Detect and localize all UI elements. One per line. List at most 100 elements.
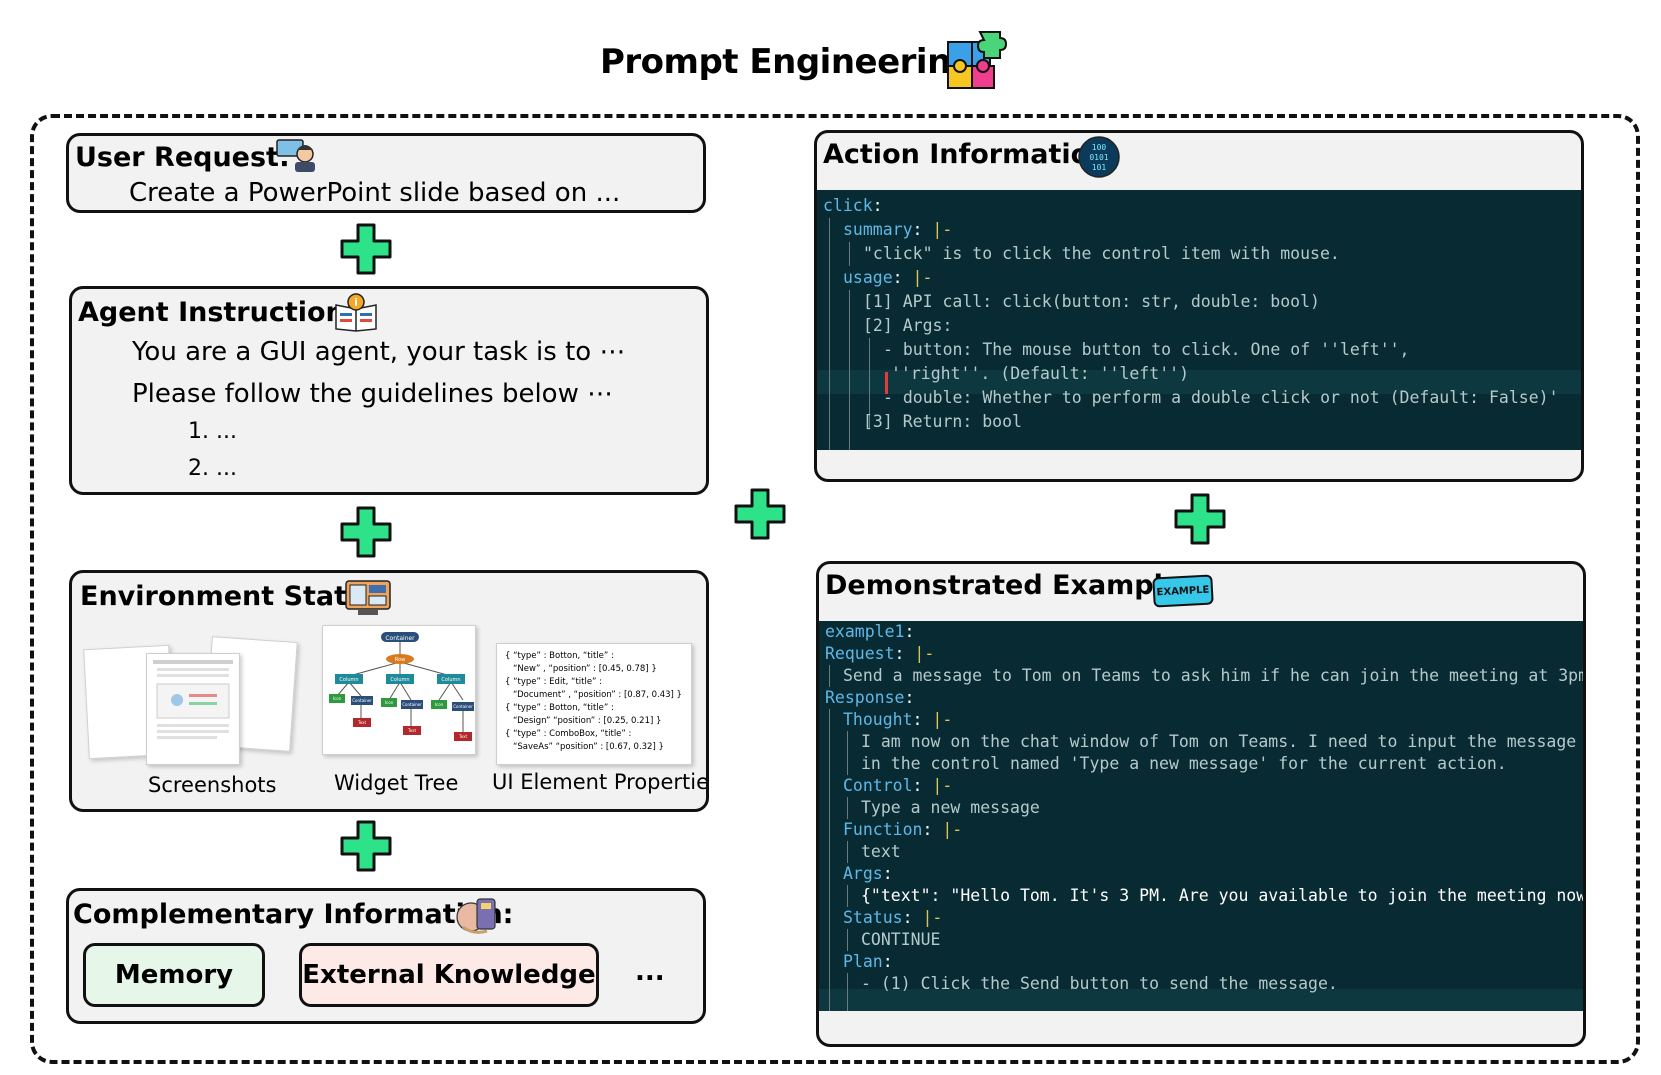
- code-key: Control: [843, 776, 913, 795]
- screenshots-caption: Screenshots: [148, 773, 277, 797]
- plus-icon: [340, 820, 392, 872]
- code-punct: :: [894, 644, 915, 663]
- memory-button: Memory: [83, 943, 265, 1007]
- agent-instruction-box: Agent Instruction: i You are a GUI agent…: [69, 286, 709, 495]
- indent-guide: [847, 929, 848, 951]
- code-punct: :: [902, 908, 923, 927]
- widget-tree-caption: Widget Tree: [334, 771, 459, 795]
- indent-guide: [829, 218, 830, 450]
- examples-code-block: example1: Request: |- Send a message to …: [819, 621, 1583, 1011]
- prompt-container: [30, 114, 1640, 1064]
- code-line: I am now on the chat window of Tom on Te…: [861, 732, 1577, 751]
- code-line: Plan:: [843, 951, 893, 973]
- code-key: Args: [843, 864, 883, 883]
- example-badge-label: EXAMPLE: [1156, 584, 1210, 598]
- code-key: Function: [843, 820, 923, 839]
- code-punct: :: [912, 220, 933, 239]
- code-indicator: |-: [932, 220, 953, 239]
- highlight-line: [819, 989, 1583, 1011]
- code-key: click: [823, 196, 873, 215]
- code-key: summary: [843, 220, 913, 239]
- indent-guide: [869, 338, 870, 428]
- code-line: {"text": "Hello Tom. It's 3 PM. Are you …: [861, 886, 1586, 905]
- code-punct: :: [892, 268, 913, 287]
- widget-tree-text: Text: [458, 734, 468, 739]
- code-punct: :: [904, 622, 915, 641]
- widget-tree-leaf: Icon: [385, 700, 394, 705]
- code-punct: :: [882, 864, 893, 883]
- agent-instruction-line1: You are a GUI agent, your task is to ⋯: [132, 337, 626, 367]
- demonstrated-examples-box: Demonstrated Examples: EXAMPLE example1:…: [816, 561, 1586, 1047]
- plus-icon: [1174, 493, 1226, 545]
- widget-tree-leaf: Container: [352, 698, 372, 703]
- indent-guide: [849, 242, 850, 266]
- code-key: Status: [843, 908, 903, 927]
- code-line: [3] Return: bool: [863, 412, 1022, 431]
- property-line: “Design” “position” : [0.25, 0.21] }: [513, 716, 662, 726]
- example-badge: EXAMPLE: [1152, 574, 1214, 608]
- code-line: Response:: [825, 687, 914, 709]
- complementary-box: Complementary Information: Memory Extern…: [66, 888, 706, 1024]
- property-line: { “type” : ComboBox, “title” :: [505, 729, 632, 739]
- indent-guide: [847, 885, 848, 907]
- code-line: Args:: [843, 863, 893, 885]
- code-punct: :: [882, 952, 893, 971]
- code-line: CONTINUE: [861, 930, 941, 949]
- code-line: text: [861, 842, 901, 861]
- code-key: usage: [843, 268, 893, 287]
- monitor-icon: [345, 580, 391, 615]
- code-line: Function: |-: [843, 819, 962, 841]
- user-request-box: User Request: Create a PowerPoint slide …: [66, 133, 706, 213]
- code-punct: :: [872, 196, 883, 215]
- code-indicator: |-: [932, 776, 953, 795]
- environment-state-box: Environment State:: [69, 570, 709, 812]
- widget-tree-image: Container Row Column Column Column Icon …: [322, 625, 476, 755]
- agent-instruction-item2: 2. ...: [188, 456, 237, 481]
- screenshot-page: [146, 653, 240, 765]
- code-line: [1] API call: click(button: str, double:…: [863, 292, 1320, 311]
- code-indicator: |-: [932, 710, 953, 729]
- property-line: { “type” : Edit, “title” :: [505, 677, 603, 687]
- code-line: Request: |-: [825, 643, 934, 665]
- puzzle-icon: [947, 31, 1008, 89]
- binary-icon: 100 0101 101: [1078, 136, 1120, 178]
- property-line: “Document” , “position” : [0.87, 0.43] }: [513, 690, 682, 700]
- code-indicator: |-: [914, 644, 935, 663]
- code-indicator: |-: [942, 820, 963, 839]
- widget-tree-row: Row: [395, 657, 405, 663]
- code-line: Status: |-: [843, 907, 942, 929]
- action-code-block: click: summary: |- "click" is to click t…: [817, 190, 1581, 450]
- widget-tree-text: Text: [357, 720, 367, 725]
- code-line: Send a message to Tom on Teams to ask hi…: [843, 666, 1586, 685]
- code-line: click:: [823, 194, 883, 217]
- environment-state-title: Environment State:: [80, 581, 377, 612]
- code-line: example1:: [825, 621, 914, 643]
- svg-text:i: i: [354, 296, 358, 309]
- knowledge-icon: [456, 898, 496, 934]
- indent-guide: [847, 841, 848, 863]
- indent-guide: [829, 665, 830, 687]
- property-line: { “type” : Botton, “title” :: [505, 651, 614, 661]
- code-line: [2] Args:: [863, 316, 953, 335]
- code-line: "click" is to click the control item wit…: [863, 244, 1340, 263]
- code-line: - button: The mouse button to click. One…: [883, 340, 1410, 359]
- plus-icon: [734, 488, 786, 540]
- complementary-title: Complementary Information:: [73, 899, 514, 930]
- property-line: “SaveAs” “position” : [0.67, 0.32] }: [513, 742, 664, 752]
- code-punct: :: [904, 688, 915, 707]
- more-ellipsis: ...: [635, 957, 665, 987]
- widget-tree-leaf: Icon: [333, 696, 342, 701]
- agent-instruction-title: Agent Instruction:: [78, 297, 356, 328]
- cursor-marker: [885, 372, 888, 394]
- demonstrated-examples-title: Demonstrated Examples:: [825, 570, 1209, 601]
- agent-instruction-item1: 1. ...: [188, 419, 237, 444]
- code-line: - (1) Click the Send button to send the …: [861, 974, 1338, 993]
- user-request-title: User Request:: [75, 142, 290, 173]
- widget-tree-column: Column: [441, 677, 460, 683]
- widget-tree-text: Text: [407, 728, 417, 733]
- widget-tree-leaf: Container: [453, 704, 473, 709]
- external-knowledge-button: External Knowledge: [299, 943, 599, 1007]
- action-information-title: Action Information:: [823, 139, 1120, 170]
- page-title: Prompt Engineering: [600, 42, 975, 82]
- svg-text:100: 100: [1092, 143, 1107, 152]
